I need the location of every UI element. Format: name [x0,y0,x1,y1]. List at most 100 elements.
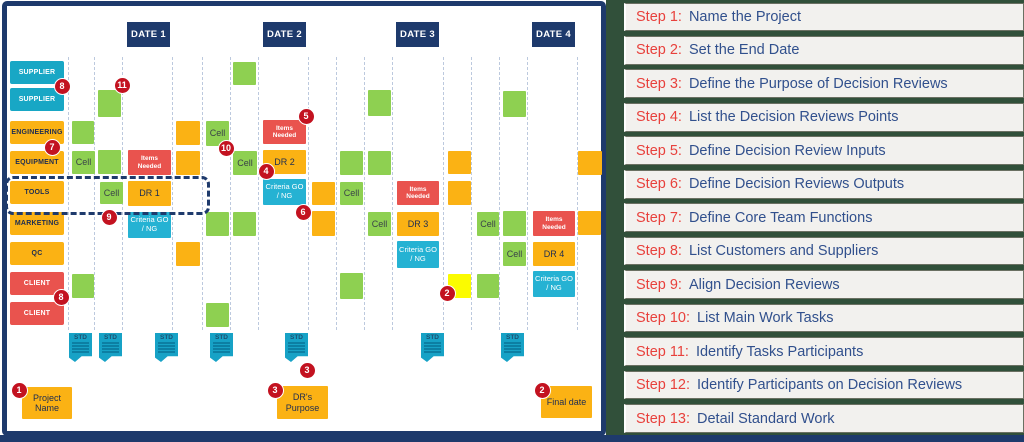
std-line [72,345,89,347]
step-label: Step 2: [636,42,682,59]
sticky-note [448,181,471,205]
std-document-icon: STD [99,333,122,362]
sticky-note-criteria-go-ng: Criteria GO / NG [533,271,575,297]
sticky-note [368,90,391,116]
sticky-note [98,150,121,174]
sticky-note-criteria-go-ng: Criteria GO / NG [397,241,439,268]
std-label: STD [215,334,228,341]
std-label: STD [290,334,303,341]
std-line [102,342,119,344]
sticky-note [340,273,363,299]
sticky-note-criteria-go-ng: Criteria GO / NG [128,212,171,238]
step-number-badge: 9 [100,208,118,226]
lane-line [68,57,69,330]
std-document-icon: STD [210,333,233,362]
step-number-badge: 11 [113,76,131,94]
std-label: STD [160,334,173,341]
sticky-note [448,151,471,174]
sticky-note [98,90,121,117]
step-number-badge: 2 [438,284,456,302]
sticky-note-dr-3: DR 3 [397,212,439,236]
std-document-icon: STD [155,333,178,362]
step-item: Step 2: Set the End Date [624,35,1024,65]
sticky-note-cell: Cell [233,151,257,175]
sticky-note [176,242,200,266]
step-item: Step 13:Detail Standard Work [624,404,1024,433]
step-item: Step 10:List Main Work Tasks [624,303,1024,333]
step-text: Identify Tasks Participants [695,343,864,360]
std-document-icon: STD [501,333,524,362]
step-text: Define Decision Reviews Outputs [688,176,905,193]
sticky-note [503,211,526,236]
step-number-badge: 5 [297,107,315,125]
sticky-note-items-needed: Items Needed [128,150,171,175]
sticky-note [503,91,526,117]
std-line [288,342,305,344]
std-document-icon: STD [69,333,92,362]
row-label-equipment: EQUIPMENT [10,151,64,174]
sticky-note-cell: Cell [368,212,391,236]
step-number-badge: 6 [294,203,312,221]
sticky-note-dr-s-purpose: DR's Purpose [277,386,328,419]
std-line [424,342,441,344]
row-label-client: CLIENT [10,272,64,295]
date-header: DATE 3 [396,22,439,47]
row-label-marketing: MARKETING [10,212,64,235]
step-text: Set the End Date [688,42,800,59]
row-label-engineering: ENGINEERING [10,121,64,144]
step-number-badge: 2 [533,381,551,399]
step-label: Step 1: [636,8,682,25]
step-text: Name the Project [688,8,801,25]
step-label: Step 9: [636,276,682,293]
std-line [102,345,119,347]
sticky-note [312,211,335,236]
sticky-note [477,274,499,298]
lane-line [471,57,472,330]
step-label: Step 13: [636,410,691,427]
lane-line [172,57,173,330]
std-line [504,348,521,350]
sticky-note-items-needed: Items Needed [533,211,575,236]
sticky-note [206,303,229,327]
std-line [424,351,441,353]
row-label-supplier: SUPPLIER [10,88,64,111]
step-label: Step 5: [636,142,682,159]
sticky-note [206,212,229,236]
date-header: DATE 4 [532,22,575,47]
bottom-bar [0,435,1024,442]
std-line [213,342,230,344]
step-item: Step 9: Align Decision Reviews [624,270,1024,299]
std-line [288,351,305,353]
sticky-note-cell: Cell [72,151,95,174]
step-number-badge: 1 [10,381,28,399]
sticky-note [312,182,335,205]
sticky-note [368,151,391,175]
step-item: Step 11:Identify Tasks Participants [624,337,1024,366]
step-number-badge: 10 [217,139,235,157]
std-line [288,345,305,347]
step-label: Step 8: [636,243,682,260]
std-line [72,342,89,344]
step-text: Align Decision Reviews [688,276,840,293]
std-line [158,342,175,344]
lane-line [308,57,309,330]
sticky-note-items-needed: Items Needed [397,181,439,205]
step-text: List Customers and Suppliers [688,243,879,260]
step-item: Step 6:Define Decision Reviews Outputs [624,169,1024,199]
step-label: Step 10: [636,310,691,327]
std-line [158,351,175,353]
step-item: Step 7:Define Core Team Functions [624,203,1024,232]
sticky-note [176,121,200,145]
std-line [424,348,441,350]
step-item: Step 4:List the Decision Reviews Points [624,102,1024,132]
step-text: Identify Participants on Decision Review… [697,377,963,394]
sticky-note [72,121,94,144]
std-line [213,345,230,347]
step-label: Step 7: [636,209,682,226]
date-header: DATE 2 [263,22,306,47]
lane-line [258,57,259,330]
sticky-note [340,151,363,175]
std-label: STD [104,334,117,341]
